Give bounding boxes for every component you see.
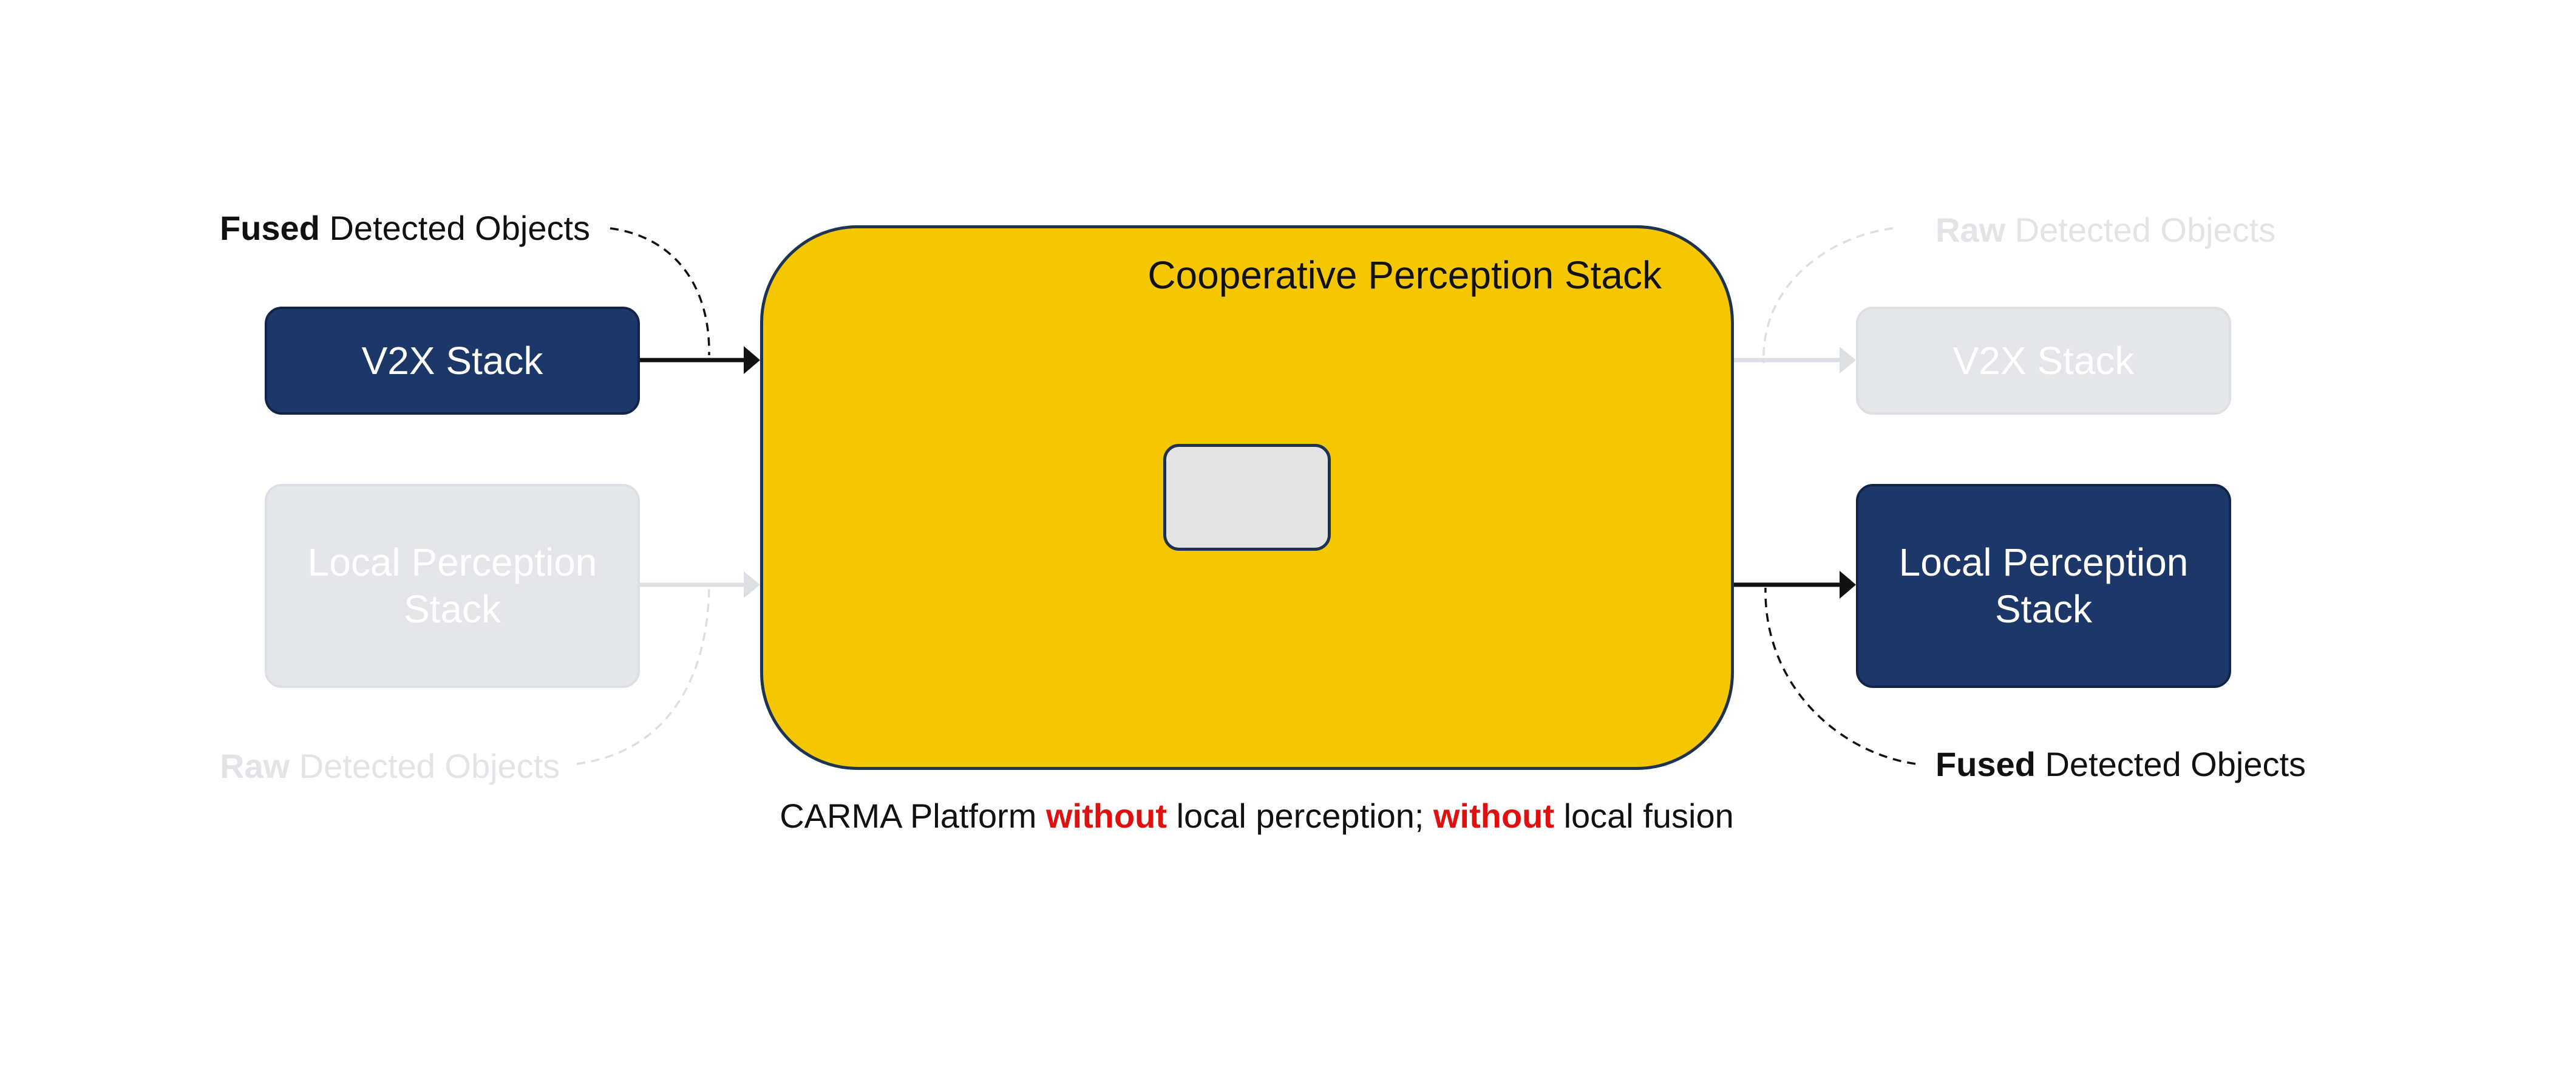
caption-part-1: CARMA Platform (780, 797, 1046, 835)
caption-negation-1: without (1046, 797, 1167, 835)
left-local-perception-label: Local Perception Stack (307, 540, 597, 631)
caption-part-2: local perception; (1167, 797, 1433, 835)
left-fused-label: Fused Detected Objects (220, 209, 591, 247)
right-fused-label: Fused Detected Objects (1935, 745, 2306, 783)
inner-component-box (1163, 444, 1331, 551)
caption: CARMA Platform without local perception;… (729, 796, 1785, 836)
caption-part-3: local fusion (1554, 797, 1734, 835)
right-v2x-stack-label: V2X Stack (1952, 338, 2135, 383)
left-local-perception-stack: Local Perception Stack (265, 484, 640, 688)
right-local-perception-stack: Local Perception Stack (1856, 484, 2231, 688)
arrowhead-left-top (744, 346, 760, 374)
left-v2x-stack-label: V2X Stack (361, 338, 543, 383)
left-v2x-stack: V2X Stack (265, 307, 640, 415)
callout-right-top (1762, 227, 1894, 364)
callout-left-top (610, 227, 710, 356)
callout-right-bottom (1764, 587, 1916, 765)
right-v2x-stack: V2X Stack (1856, 307, 2231, 415)
arrowhead-right-bottom (1840, 571, 1856, 599)
arrowhead-right-top (1840, 347, 1856, 373)
caption-negation-2: without (1433, 797, 1555, 835)
cooperative-perception-title: Cooperative Perception Stack (1147, 253, 1662, 297)
arrowhead-left-bottom (744, 571, 760, 598)
left-raw-label: Raw Detected Objects (220, 747, 560, 785)
right-raw-label: Raw Detected Objects (1935, 211, 2276, 249)
callout-left-bottom (576, 587, 710, 765)
right-local-perception-label: Local Perception Stack (1898, 540, 2189, 631)
